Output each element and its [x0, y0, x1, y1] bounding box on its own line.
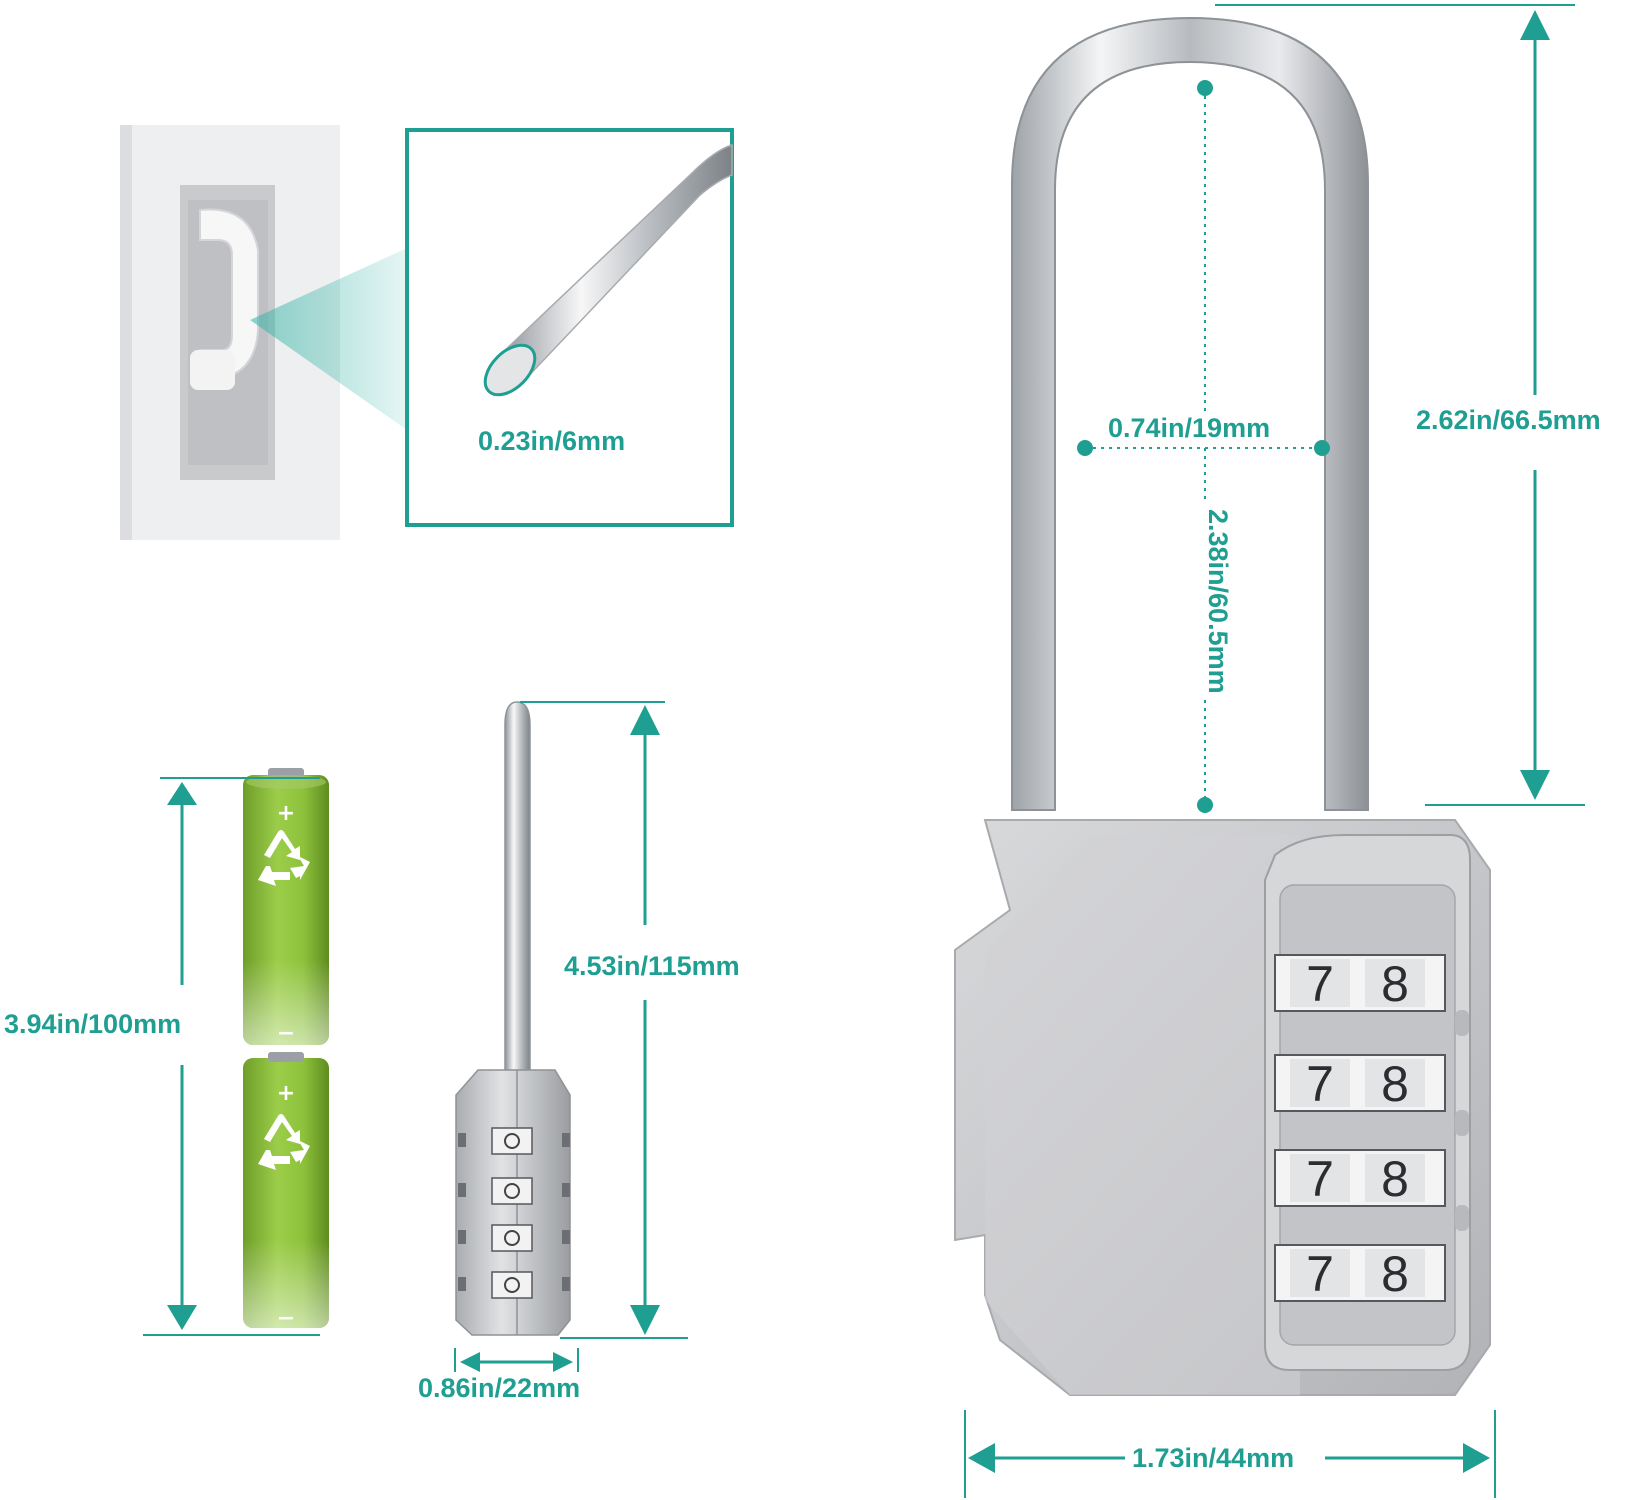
- battery-height-label: 3.94in/100mm: [0, 1008, 186, 1040]
- big-lock-dimension-lines: [964, 4, 1585, 1498]
- shackle-zoom-box: [405, 128, 734, 527]
- battery-minus-sign: −: [277, 1306, 295, 1331]
- dial-window[interactable]: [1274, 954, 1446, 1012]
- dial-digit: 7: [1306, 1056, 1334, 1112]
- dial-window[interactable]: [1274, 1054, 1446, 1112]
- small-lock-width-label: 0.86in/22mm: [414, 1372, 585, 1404]
- big-shackle: [1011, 16, 1369, 811]
- battery-bottom: [243, 1052, 329, 1328]
- dial-window[interactable]: [1274, 1149, 1446, 1207]
- zoom-beam: [250, 248, 407, 430]
- battery-plus-sign: +: [277, 801, 295, 826]
- shackle-inner-width-label: 0.74in/19mm: [1104, 412, 1275, 444]
- dial-digit: 8: [1381, 956, 1409, 1012]
- battery-minus-sign: −: [277, 1021, 295, 1046]
- small-lock-height-label: 4.53in/115mm: [560, 950, 744, 982]
- dial-window[interactable]: [1274, 1244, 1446, 1302]
- dial-digit: 8: [1381, 1151, 1409, 1207]
- lock-body-width-label: 1.73in/44mm: [1128, 1442, 1299, 1474]
- small-lock-dimension-lines: [454, 701, 688, 1378]
- shackle-height-label: 2.62in/66.5mm: [1412, 404, 1605, 436]
- small-padlock: [455, 701, 571, 1336]
- big-padlock: 7 8 7 8 7 8 7 8: [954, 16, 1491, 1396]
- recycle-icon: [258, 1114, 310, 1170]
- battery-top: [243, 768, 329, 1045]
- battery-dimension-lines: [143, 777, 320, 1336]
- dial-digit: 7: [1306, 1246, 1334, 1302]
- dial-digit: 7: [1306, 1151, 1334, 1207]
- shackle-clearance-label: 2.38in/60.5mm: [1202, 505, 1234, 698]
- dial-digit: 8: [1381, 1056, 1409, 1112]
- small-shackle: [504, 701, 531, 1076]
- shackle-diameter-label: 0.23in/6mm: [474, 425, 630, 457]
- recycle-icon: [258, 830, 310, 886]
- battery-plus-sign: +: [277, 1081, 295, 1106]
- dial-digit: 8: [1381, 1246, 1409, 1302]
- dial-digit: 7: [1306, 956, 1334, 1012]
